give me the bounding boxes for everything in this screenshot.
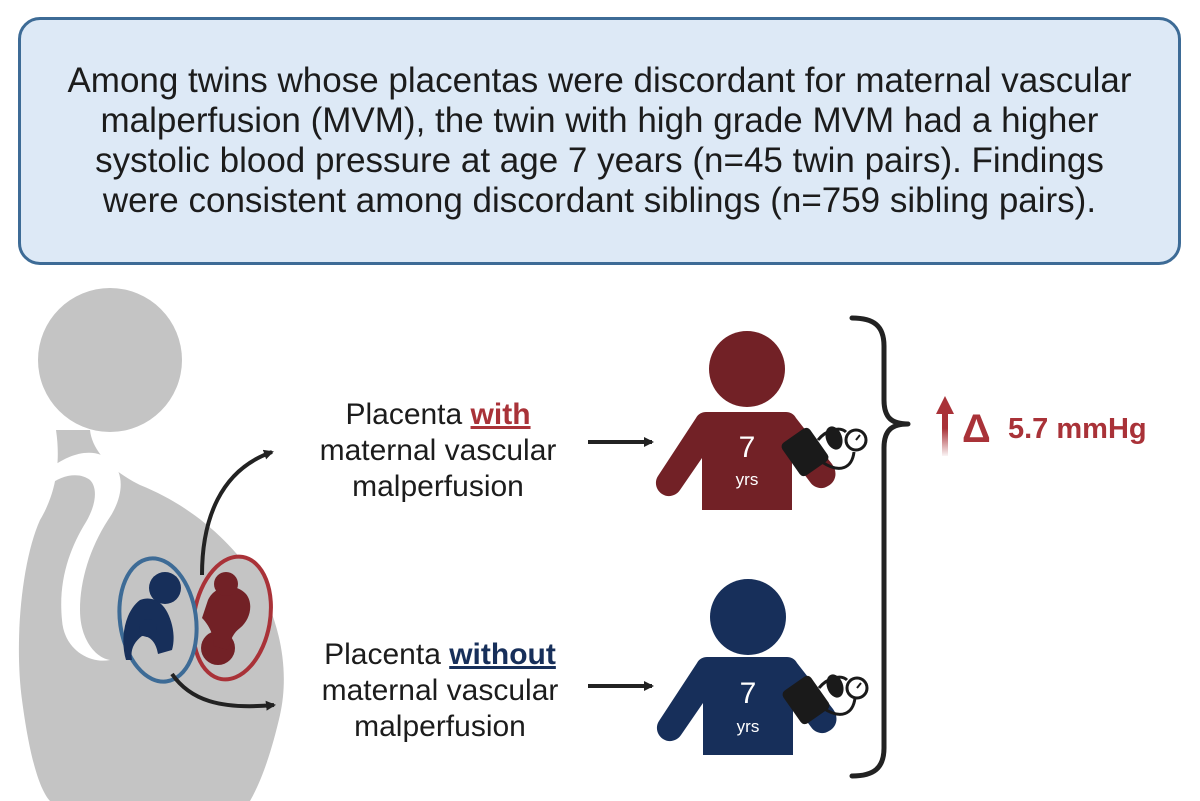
twin-fetuses-icon bbox=[117, 554, 273, 684]
delta-symbol: Δ bbox=[962, 407, 991, 451]
blood-pressure-cuff-icon bbox=[782, 674, 869, 725]
curly-brace bbox=[849, 315, 911, 779]
child-with-mvm-icon: 7 yrs bbox=[655, 331, 868, 510]
child-without-age: 7 bbox=[740, 677, 757, 710]
label-with-mvm: Placenta with maternal vascular malperfu… bbox=[320, 398, 557, 503]
up-arrow-icon bbox=[936, 396, 954, 456]
label-with-line3: malperfusion bbox=[352, 470, 524, 503]
label-without-line2: maternal vascular bbox=[322, 674, 559, 707]
label-without-prefix: Placenta bbox=[324, 638, 449, 671]
child-with-unit: yrs bbox=[736, 470, 759, 489]
svg-text:Placenta without: Placenta without bbox=[324, 638, 556, 671]
delta-value: 5.7 mmHg bbox=[1008, 413, 1147, 445]
child-without-mvm-icon: 7 yrs bbox=[656, 579, 869, 755]
arrow-to-with bbox=[200, 449, 274, 576]
pregnant-woman-icon bbox=[18, 288, 284, 801]
child-without-unit: yrs bbox=[737, 717, 760, 736]
summary-text: Among twins whose placentas were discord… bbox=[67, 61, 1132, 220]
label-with-line2: maternal vascular bbox=[320, 434, 557, 467]
label-with-prefix: Placenta bbox=[345, 398, 470, 431]
child-with-age: 7 bbox=[739, 431, 756, 464]
blood-pressure-cuff-icon bbox=[781, 426, 868, 477]
label-with-emphasis: with bbox=[470, 398, 531, 431]
label-without-line3: malperfusion bbox=[354, 710, 526, 743]
arrow-to-without bbox=[170, 672, 276, 711]
result-annotation: Δ 5.7 mmHg bbox=[936, 396, 1147, 456]
label-without-mvm: Placenta without maternal vascular malpe… bbox=[322, 638, 559, 743]
summary-box: Among twins whose placentas were discord… bbox=[18, 17, 1181, 265]
label-without-emphasis: without bbox=[448, 638, 556, 671]
svg-text:Placenta with: Placenta with bbox=[345, 398, 530, 431]
